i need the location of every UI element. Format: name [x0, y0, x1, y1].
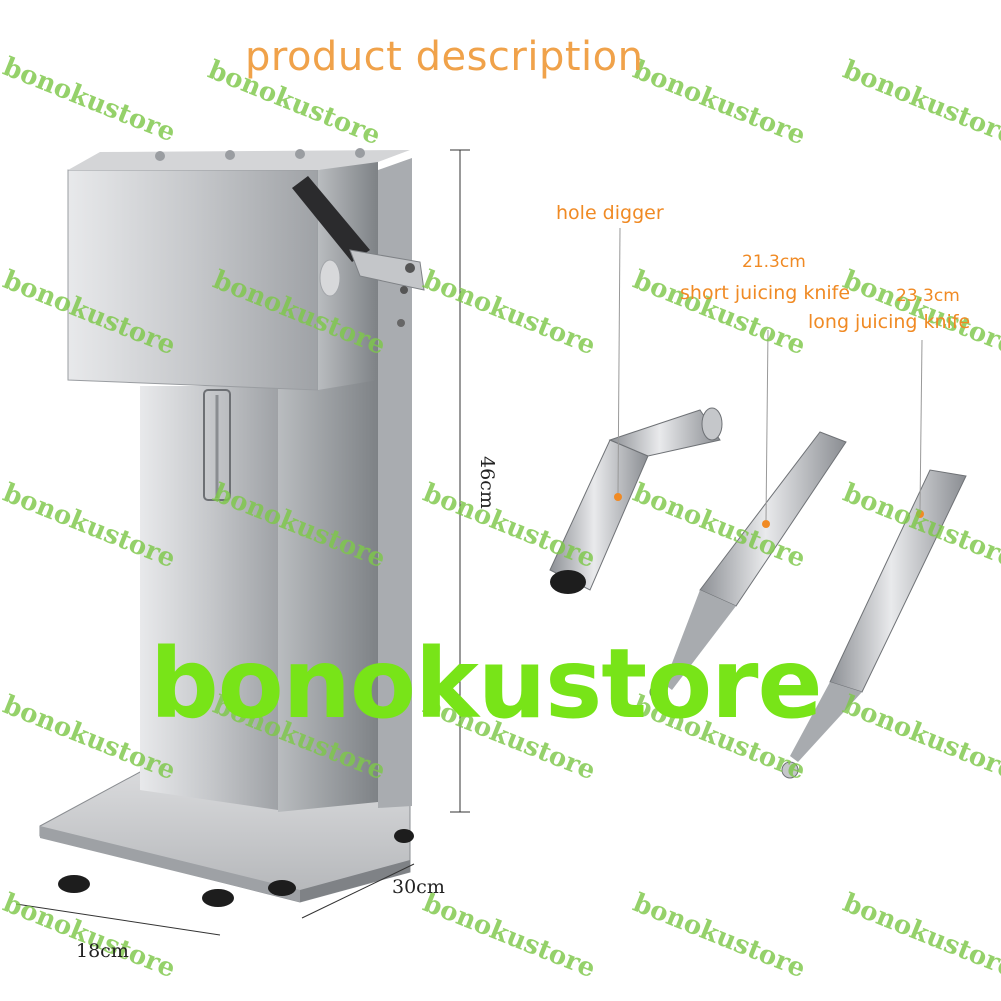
machine-head [67, 148, 425, 391]
depth-dimension-label: 30cm [392, 876, 445, 898]
long-juicing-knife-tool [781, 339, 967, 779]
short-knife-label: short juicing knife [680, 282, 851, 304]
short-knife-length-label: 21.3cm [742, 252, 806, 272]
short-juicing-knife-tool [649, 329, 847, 700]
hole-digger-label: hole digger [556, 202, 664, 224]
dimension-lines [15, 149, 470, 936]
long-knife-length-label: 23.3cm [896, 286, 960, 306]
spindle-spring [203, 389, 231, 501]
hole-digger-tool [549, 227, 723, 594]
page-title: product description [245, 34, 644, 80]
long-knife-label: long juicing knife [808, 311, 971, 333]
machine-column [140, 158, 412, 812]
width-dimension-label: 18cm [76, 940, 129, 962]
height-dimension-label: 46cm [476, 456, 498, 509]
large-watermark-text: bonokustore [150, 628, 823, 740]
